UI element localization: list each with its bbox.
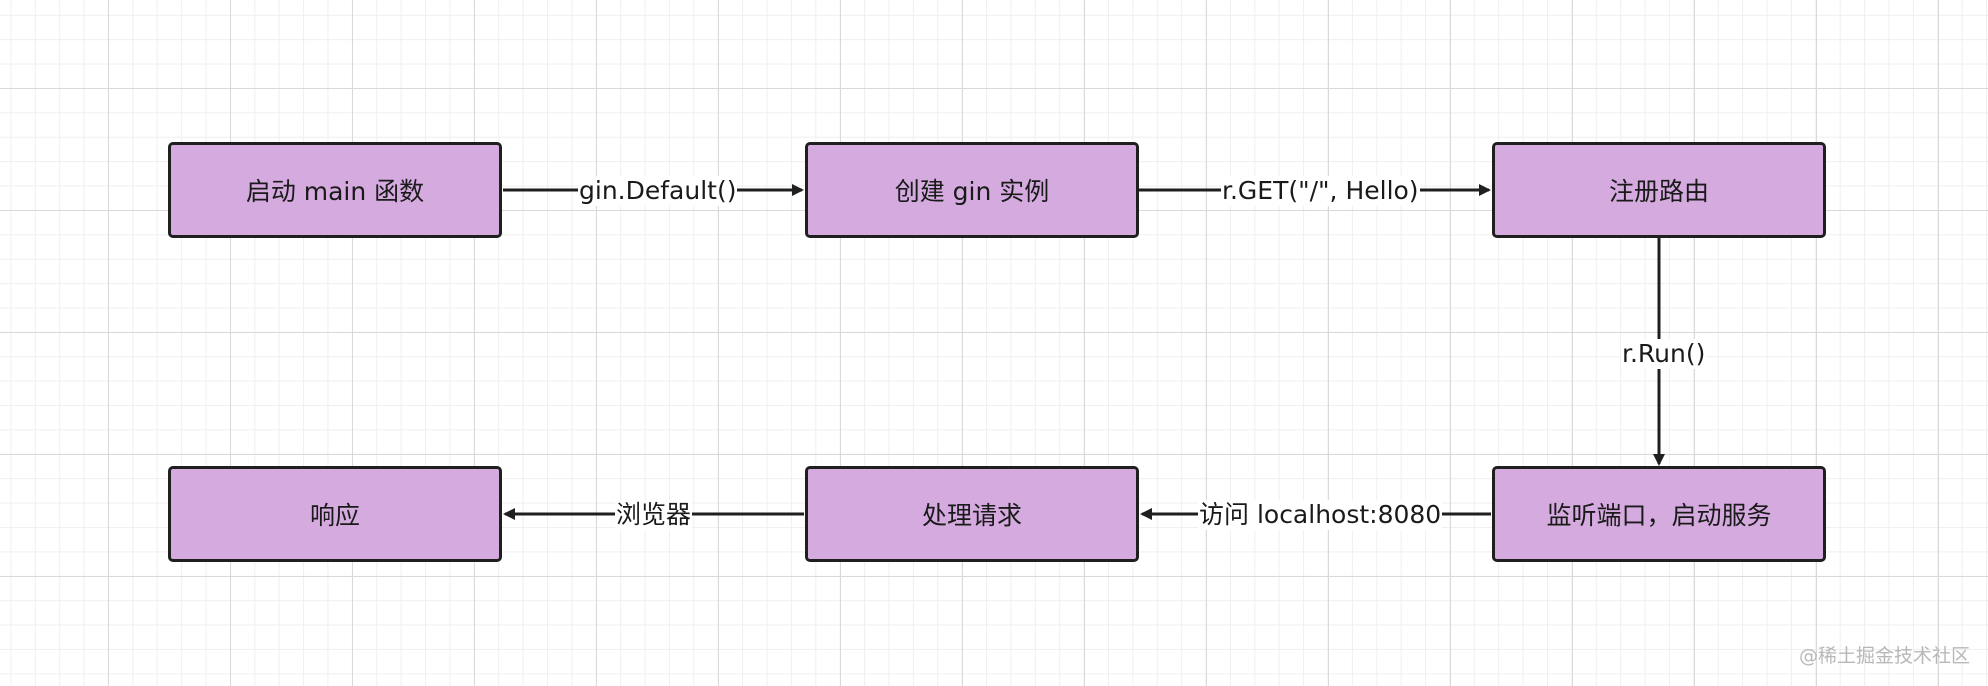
- node-listen-port[interactable]: 监听端口，启动服务: [1492, 466, 1826, 562]
- edge-label-r-run: r.Run(): [1621, 339, 1707, 369]
- edge-label-browser: 浏览器: [615, 500, 693, 530]
- watermark: @稀土掘金技术社区: [1798, 645, 1970, 667]
- node-register-route[interactable]: 注册路由: [1492, 142, 1826, 238]
- node-start-main-label: 启动 main 函数: [245, 177, 425, 206]
- node-listen-port-label: 监听端口，启动服务: [1546, 501, 1772, 530]
- node-create-gin[interactable]: 创建 gin 实例: [805, 142, 1139, 238]
- node-response[interactable]: 响应: [168, 466, 502, 562]
- edge-label-visit-localhost: 访问 localhost:8080: [1198, 500, 1443, 530]
- node-create-gin-label: 创建 gin 实例: [894, 177, 1050, 206]
- node-handle-request[interactable]: 处理请求: [805, 466, 1139, 562]
- edge-label-r-get: r.GET("/", Hello): [1221, 176, 1420, 206]
- edge-label-gin-default: gin.Default(): [578, 176, 738, 206]
- node-start-main[interactable]: 启动 main 函数: [168, 142, 502, 238]
- node-register-route-label: 注册路由: [1608, 177, 1709, 206]
- node-response-label: 响应: [309, 501, 360, 530]
- node-handle-request-label: 处理请求: [921, 501, 1022, 530]
